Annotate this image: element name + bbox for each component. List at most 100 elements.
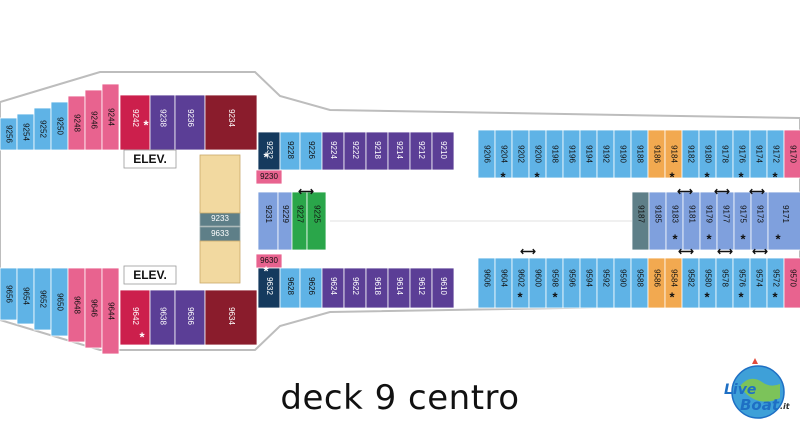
cabin-number: 9654 [21, 287, 30, 305]
cabin-number: 9244 [106, 108, 115, 126]
cabin-number: 9174 [754, 145, 763, 163]
cabin-number: 9254 [21, 123, 30, 141]
cabin-number: 9600 [533, 269, 542, 287]
cabin-number: 9190 [618, 145, 627, 163]
cabin-number: 9610 [439, 277, 448, 295]
cabin-number: 9598 [550, 269, 559, 287]
accessible-star-icon: * [704, 169, 710, 184]
accessible-star-icon: * [139, 329, 145, 344]
cabin-number: 9210 [439, 141, 448, 159]
accessible-star-icon: * [738, 289, 744, 304]
cabin-number: 9636 [186, 307, 195, 325]
cabin-number: 9192 [601, 145, 610, 163]
stairs [199, 154, 241, 214]
cabin-9570 [783, 257, 800, 309]
cabin-number: 9586 [652, 269, 661, 287]
cabin-number: 9185 [653, 205, 662, 223]
cabin-9242 [119, 94, 151, 151]
cabin-9636 [174, 289, 206, 346]
connecting-door-icon: ⟷ [717, 246, 733, 258]
cabin-number: 9624 [329, 277, 338, 295]
cabin-number: 9184 [669, 145, 678, 163]
cabin-number: 9592 [601, 269, 610, 287]
cabin-number: 9231 [264, 205, 273, 223]
accessible-star-icon: * [552, 289, 558, 304]
cabin-number: 9633 [211, 229, 229, 238]
cabin-number: 9242 [131, 109, 140, 127]
cabin-number: 9590 [618, 269, 627, 287]
cabin-9244 [101, 83, 120, 151]
cabin-number: 9200 [533, 145, 542, 163]
elevator-label: ELEV. [133, 152, 167, 166]
cabin-number: 9632 [265, 277, 274, 295]
connecting-door-icon: ⟷ [714, 186, 730, 198]
connecting-door-icon: ⟷ [298, 186, 314, 198]
cabin-number: 9248 [72, 114, 81, 132]
cabin-9170 [783, 129, 800, 179]
cabin-9238 [149, 94, 176, 151]
cabin-number: 9578 [720, 269, 729, 287]
logo-word-live: Live [724, 382, 757, 398]
cabin-number: 9229 [281, 205, 290, 223]
connecting-door-icon: ⟷ [677, 186, 693, 198]
cabin-number: 9644 [106, 302, 115, 320]
cabin-9210 [431, 131, 455, 171]
cabin-number: 9214 [395, 141, 404, 159]
cabin-number: 9230 [260, 172, 278, 181]
cabin-number: 9246 [89, 111, 98, 129]
cabin-number: 9588 [635, 269, 644, 287]
cabin-number: 9204 [499, 145, 508, 163]
cabin-number: 9596 [567, 269, 576, 287]
accessible-star-icon: * [740, 231, 746, 246]
cabin-number: 9642 [131, 307, 140, 325]
cabin-number: 9175 [738, 205, 747, 223]
cabin-number: 9180 [703, 145, 712, 163]
accessible-star-icon: * [772, 169, 778, 184]
connecting-door-icon: ⟷ [678, 246, 694, 258]
cabin-number: 9614 [395, 277, 404, 295]
cabin-number: 9630 [260, 256, 278, 265]
cabin-number: 9606 [482, 269, 491, 287]
cabin-number: 9182 [686, 145, 695, 163]
cabin-number: 9574 [754, 269, 763, 287]
cabin-number: 9594 [584, 269, 593, 287]
cabin-number: 9186 [652, 145, 661, 163]
accessible-star-icon: * [263, 263, 269, 278]
cabin-number: 9634 [227, 307, 236, 325]
cabin-9225 [306, 191, 327, 251]
cabin-number: 9178 [720, 145, 729, 163]
accessible-star-icon: * [706, 231, 712, 246]
cabin-9638 [149, 289, 176, 346]
cabin-number: 9570 [788, 269, 797, 287]
cabin-number: 9656 [4, 285, 13, 303]
cabin-number: 9187 [636, 205, 645, 223]
cabin-number: 9206 [482, 145, 491, 163]
cabin-number: 9572 [771, 269, 780, 287]
accessible-star-icon: * [534, 169, 540, 184]
cabin-number: 9626 [307, 277, 316, 295]
cabin-number: 9236 [186, 109, 195, 127]
cabin-number: 9580 [703, 269, 712, 287]
logo-word-boat: Boat [740, 396, 780, 414]
elevator-label: ELEV. [133, 268, 167, 282]
cabin-number: 9238 [158, 109, 167, 127]
cabin-number: 9194 [584, 145, 593, 163]
cabin-number: 9179 [704, 205, 713, 223]
accessible-star-icon: * [669, 169, 675, 184]
cabin-number: 9618 [373, 277, 382, 295]
accessible-star-icon: * [500, 169, 506, 184]
cabin-number: 9650 [55, 293, 64, 311]
cabin-number: 9576 [737, 269, 746, 287]
cabin-9634 [204, 289, 258, 346]
cabin-number: 9176 [737, 145, 746, 163]
accessible-star-icon: * [738, 169, 744, 184]
cabin-number: 9226 [307, 141, 316, 159]
cabin-number: 9233 [211, 214, 229, 223]
cabin-number: 9198 [550, 145, 559, 163]
cabin-number: 9252 [38, 120, 47, 138]
cabin-number: 9172 [771, 145, 780, 163]
liveboat-logo: Live Boat .it [718, 356, 796, 430]
cabin-number: 9228 [286, 141, 295, 159]
cabin-number: 9224 [329, 141, 338, 159]
cabin-9171 [767, 191, 800, 251]
